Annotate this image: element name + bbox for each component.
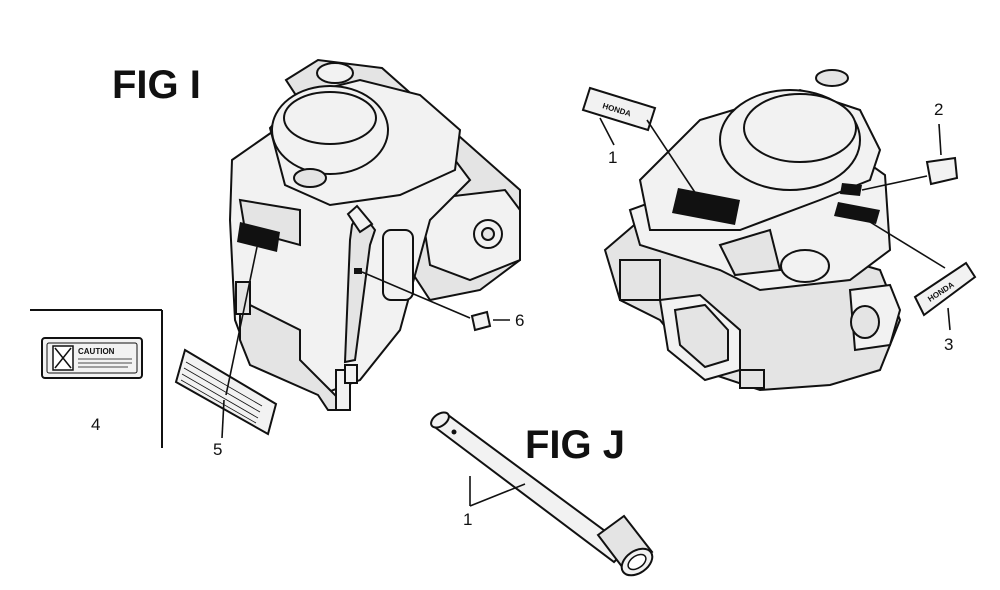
decal-slot-top-right (672, 188, 740, 225)
brand-decal-part-3: HONDA (913, 261, 977, 317)
decal-slot-small-right (840, 183, 862, 196)
caution-text: CAUTION (78, 347, 115, 356)
leader-2-up (938, 123, 942, 156)
callout-6: 6 (515, 311, 524, 330)
callout-4: 4 (91, 415, 100, 434)
callout-2: 2 (934, 100, 943, 119)
leader-2 (861, 175, 928, 191)
callout-j-1: 1 (463, 510, 472, 529)
leader-6 (361, 271, 471, 319)
caution-label-part-4: CAUTION (41, 337, 143, 379)
callout-3: 3 (944, 335, 953, 354)
separator-bracket (30, 309, 163, 448)
decal-slot-front (237, 222, 280, 252)
engine-fig-i-right (603, 69, 902, 392)
leader-5-down (221, 399, 225, 439)
tool-fig-j (430, 411, 654, 577)
callout-1-right: 1 (608, 148, 617, 167)
decal-part-6 (470, 310, 492, 332)
callout-5: 5 (213, 440, 222, 459)
engine-fig-i (228, 58, 521, 411)
leader-1-right (646, 119, 701, 201)
brand-decal-part-1: HONDA (581, 86, 657, 132)
decal-slot-small (354, 268, 362, 274)
decal-part-2 (925, 156, 959, 186)
leader-3-down (947, 307, 951, 331)
leader-3 (869, 221, 946, 269)
leader-5 (225, 246, 258, 396)
leader-j-1 (469, 483, 526, 507)
leader-1-right-down (599, 117, 615, 146)
decal-slot-side-right (834, 202, 880, 224)
fig-j-title: FIG J (525, 423, 625, 467)
fig-i-title: FIG I (112, 63, 201, 107)
